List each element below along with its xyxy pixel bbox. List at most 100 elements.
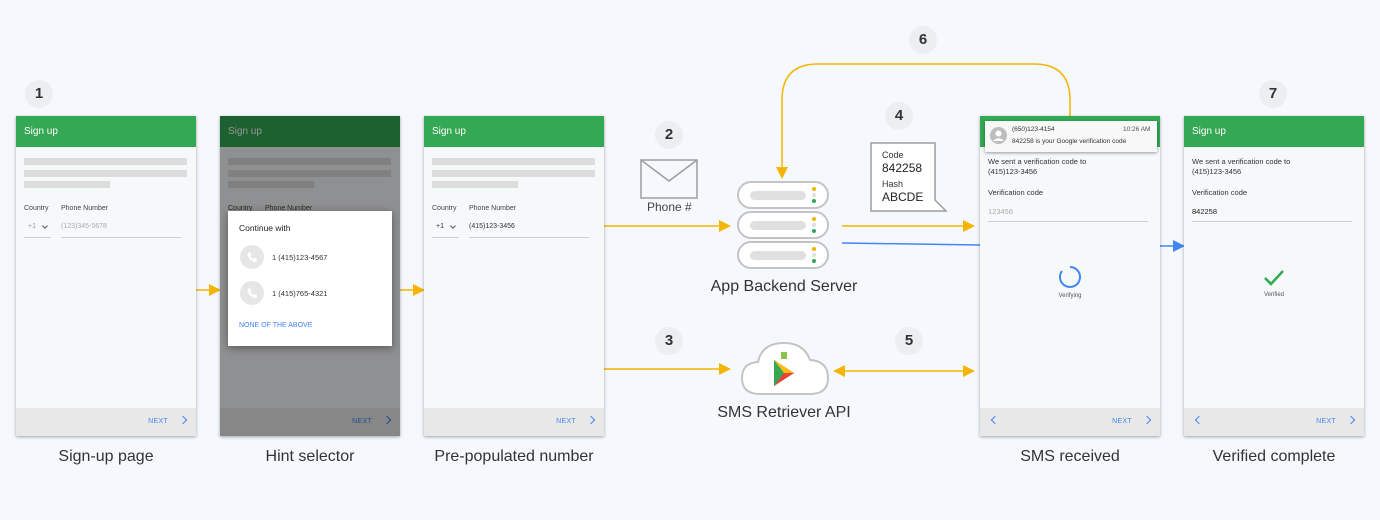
- sms-received-screen: (650)123-4154 10:26 AM 842258 is your Go…: [980, 116, 1160, 436]
- country-label: Country: [432, 205, 457, 212]
- sent-text-line-2: (415)123-3456: [1192, 167, 1242, 176]
- notification-sender: (650)123-4154: [1012, 126, 1055, 133]
- app-bar: Sign up: [16, 116, 196, 147]
- sent-text-line-2: (415)123-3456: [988, 167, 1038, 176]
- hint-option-1[interactable]: 1 (415)123-4567: [272, 253, 328, 262]
- phone-number-label: Phone Number: [469, 205, 517, 212]
- next-button[interactable]: NEXT: [1316, 418, 1336, 425]
- step-badge-3: 3: [655, 327, 683, 355]
- code-value: 842258: [882, 161, 923, 175]
- phone-input-underline: [469, 237, 589, 238]
- placeholder-text-line: [432, 170, 595, 177]
- step-badge-7: 7: [1259, 80, 1287, 108]
- placeholder-text-line: [228, 158, 391, 165]
- arrow-send-code-to-server: [776, 63, 1071, 179]
- phone-input-underline: [61, 237, 181, 238]
- sent-text-line-1: We sent a verification code to: [1192, 157, 1291, 166]
- hint-dialog: Continue with 1 (415)123-4567 1 (415)765…: [228, 211, 392, 346]
- placeholder-text-line: [228, 170, 391, 177]
- envelope-icon: [640, 159, 698, 199]
- phone-number-label: Phone #: [647, 200, 692, 214]
- country-label: Country: [24, 205, 49, 212]
- verification-code-input[interactable]: 842258: [1192, 207, 1218, 216]
- sms-retriever-label: SMS Retriever API: [717, 404, 851, 421]
- bottom-bar: NEXT: [1184, 408, 1364, 436]
- country-label: Country: [228, 205, 253, 212]
- notification-body: 842258 is your Google verification code: [1012, 138, 1127, 145]
- sent-text-line-1: We sent a verification code to: [988, 157, 1087, 166]
- bottom-bar: NEXT: [980, 408, 1160, 436]
- app-bar: Sign up: [424, 116, 604, 147]
- next-button[interactable]: NEXT: [148, 418, 168, 425]
- chevron-right-icon[interactable]: [1142, 415, 1152, 425]
- step-badge-4: 4: [885, 102, 913, 130]
- verified-label: Verified: [1263, 292, 1284, 298]
- country-underline: [432, 237, 459, 238]
- chevron-right-icon[interactable]: [586, 415, 596, 425]
- bottom-bar: NEXT: [424, 408, 604, 436]
- hash-value: ABCDE: [882, 190, 924, 204]
- verifying-label: Verifying: [1058, 293, 1082, 299]
- hint-selector-screen: Sign up Country Phone Number NEXT Contin…: [220, 116, 400, 436]
- chevron-down-icon: [450, 223, 456, 229]
- bottom-bar: NEXT: [16, 408, 196, 436]
- chevron-left-icon[interactable]: [990, 415, 1000, 425]
- cloud-icon: [740, 341, 830, 395]
- country-underline: [24, 237, 51, 238]
- loading-spinner-icon: [1059, 266, 1081, 288]
- chevron-left-icon[interactable]: [1194, 415, 1204, 425]
- phone-number-input[interactable]: (415)123-3456: [469, 223, 515, 230]
- phone-icon: [240, 245, 264, 269]
- backend-server-label: App Backend Server: [710, 278, 858, 295]
- verification-code-input[interactable]: 123456: [988, 207, 1014, 216]
- chevron-right-icon[interactable]: [178, 415, 188, 425]
- next-button[interactable]: NEXT: [556, 418, 576, 425]
- placeholder-text-line: [24, 170, 187, 177]
- chevron-right-icon[interactable]: [1346, 415, 1356, 425]
- app-bar: Sign up: [1184, 116, 1364, 147]
- next-button[interactable]: NEXT: [352, 418, 372, 425]
- phone-number-label: Phone Number: [61, 205, 109, 212]
- prepopulated-number-screen: Sign up Country Phone Number +1 (415)123…: [424, 116, 604, 436]
- none-of-the-above-button[interactable]: NONE OF THE ABOVE: [239, 322, 313, 329]
- step-badge-2: 2: [655, 121, 683, 149]
- arrow-backend-verifies: [841, 242, 981, 246]
- placeholder-text-line: [228, 181, 314, 188]
- placeholder-text-line: [24, 158, 187, 165]
- caption-prepopulated-number: Pre-populated number: [434, 448, 594, 465]
- verification-code-label: Verification code: [988, 188, 1044, 197]
- app-bar-title: Sign up: [228, 126, 262, 137]
- hash-label: Hash: [882, 179, 904, 189]
- app-bar-title: Sign up: [1192, 126, 1226, 137]
- bottom-bar: NEXT: [220, 408, 400, 436]
- hint-dialog-title: Continue with: [239, 223, 291, 233]
- placeholder-text-line: [24, 181, 110, 188]
- caption-hint-selector: Hint selector: [265, 448, 355, 465]
- step-badge-1: 1: [25, 80, 53, 108]
- app-bar: Sign up: [220, 116, 400, 147]
- verified-complete-screen: Sign up We sent a verification code to (…: [1184, 116, 1364, 436]
- step-badge-6: 6: [909, 26, 937, 54]
- next-button[interactable]: NEXT: [1112, 418, 1132, 425]
- sms-notification[interactable]: (650)123-4154 10:26 AM 842258 is your Go…: [985, 121, 1157, 152]
- phone-number-input[interactable]: (123)345-5678: [61, 223, 107, 230]
- app-bar-title: Sign up: [432, 126, 466, 137]
- notification-time: 10:26 AM: [1123, 126, 1151, 133]
- placeholder-text-line: [432, 181, 518, 188]
- message-bubble-icon: [870, 142, 948, 212]
- placeholder-text-line: [432, 158, 595, 165]
- country-code-select[interactable]: +1: [436, 223, 444, 230]
- step-badge-5: 5: [895, 327, 923, 355]
- country-code-select[interactable]: +1: [28, 223, 36, 230]
- verification-code-label: Verification code: [1192, 188, 1248, 197]
- play-services-icon: [774, 352, 794, 386]
- caption-verified-complete: Verified complete: [1212, 448, 1336, 465]
- caption-sms-received: SMS received: [1020, 448, 1120, 465]
- server-icon: [737, 181, 829, 269]
- hint-option-2[interactable]: 1 (415)765-4321: [272, 289, 328, 298]
- chevron-down-icon: [42, 223, 48, 229]
- app-bar-title: Sign up: [24, 126, 58, 137]
- phone-number-label: Phone Number: [265, 205, 313, 212]
